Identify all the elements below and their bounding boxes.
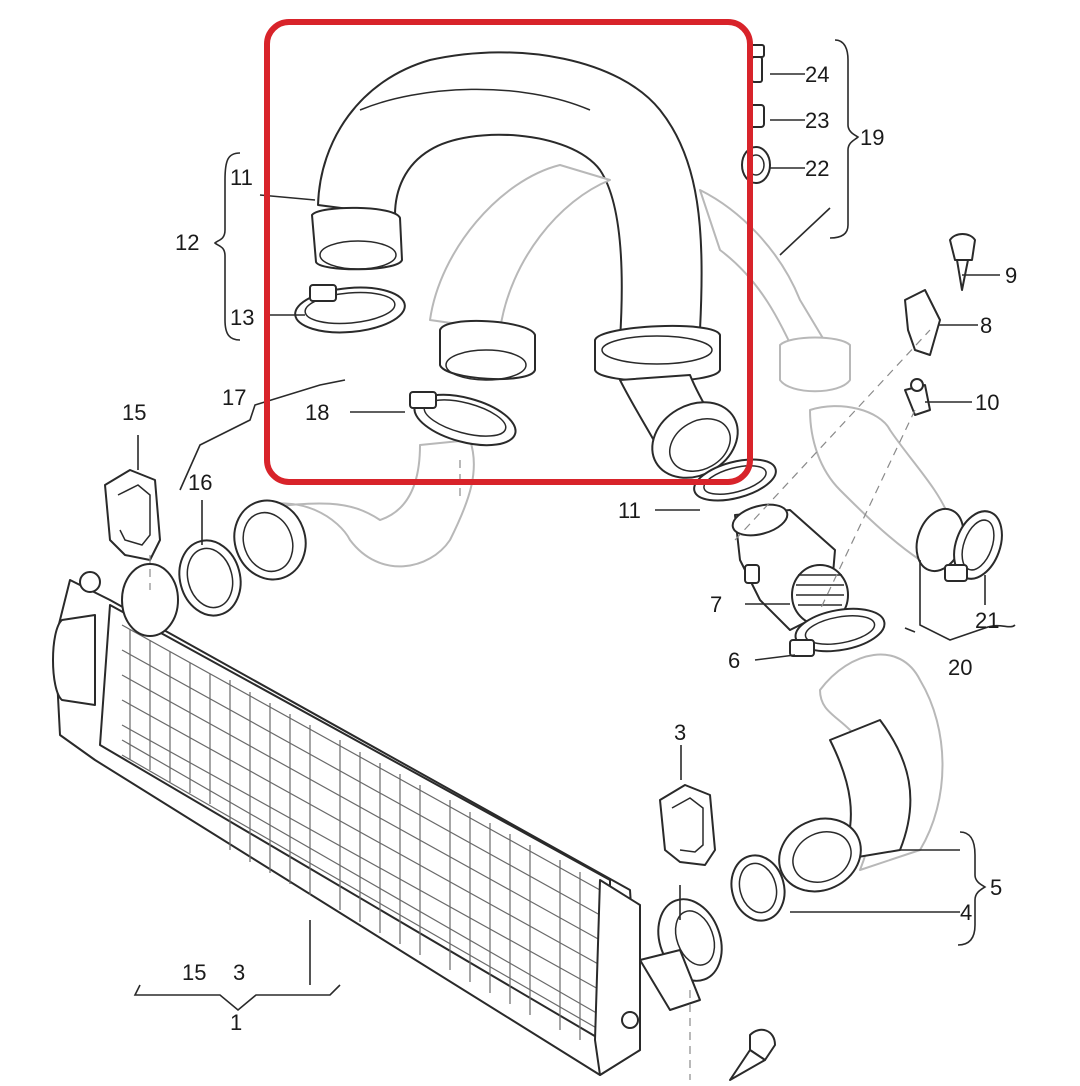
charge-air-hose-right [699,189,965,572]
hose-clamp-6 [789,607,886,657]
callout-11-top: 11 [230,165,253,190]
callout-23: 23 [805,108,829,133]
callout-24: 24 [805,62,829,87]
callout-6: 6 [728,648,740,673]
seal-22 [741,146,771,184]
callout-10: 10 [975,390,999,415]
o-ring-4 [730,854,786,922]
charge-air-hose-highlighted [311,51,739,479]
pressure-pipe-connector [731,503,849,631]
callout-15-bottom: 15 [182,960,206,985]
callout-15-top: 15 [122,400,146,425]
charge-air-hose-lower [778,653,944,893]
callout-labels: 11 12 13 18 17 15 16 24 23 22 19 9 8 10 … [122,62,1017,1035]
bracket-8 [904,289,941,356]
retaining-clip-right [659,784,716,866]
callout-16: 16 [188,470,212,495]
bolt-bottom [729,1028,776,1081]
intercooler [52,571,723,1076]
callout-19: 19 [860,125,884,150]
callout-21: 21 [975,608,999,633]
callout-1: 1 [230,1010,242,1035]
highlight-box [264,19,753,485]
hose-clamp-21 [944,510,1003,582]
charge-air-hose-left [233,439,475,581]
hose-clamp-13 [294,284,406,334]
retaining-clip-left [104,469,161,561]
intercooler-left-port [121,563,179,637]
callout-7: 7 [710,592,722,617]
callout-17: 17 [222,385,246,410]
intercooler-core-grille [121,624,601,1040]
callout-13: 13 [230,305,254,330]
callout-5: 5 [990,875,1002,900]
callout-20: 20 [948,655,972,680]
callout-3-top: 3 [674,720,686,745]
callout-11-bottom: 11 [618,498,641,523]
hose-clamp-18 [409,391,517,447]
callout-3-bottom: 3 [233,960,245,985]
callout-4: 4 [960,900,972,925]
callout-12: 12 [175,230,199,255]
bolt-9 [949,233,976,291]
leader-lines [133,39,1016,1012]
callout-8: 8 [980,313,992,338]
sensor-10 [904,378,931,416]
callout-9: 9 [1005,263,1017,288]
callout-18: 18 [305,400,329,425]
callout-22: 22 [805,156,829,181]
o-ring-left [178,539,242,617]
